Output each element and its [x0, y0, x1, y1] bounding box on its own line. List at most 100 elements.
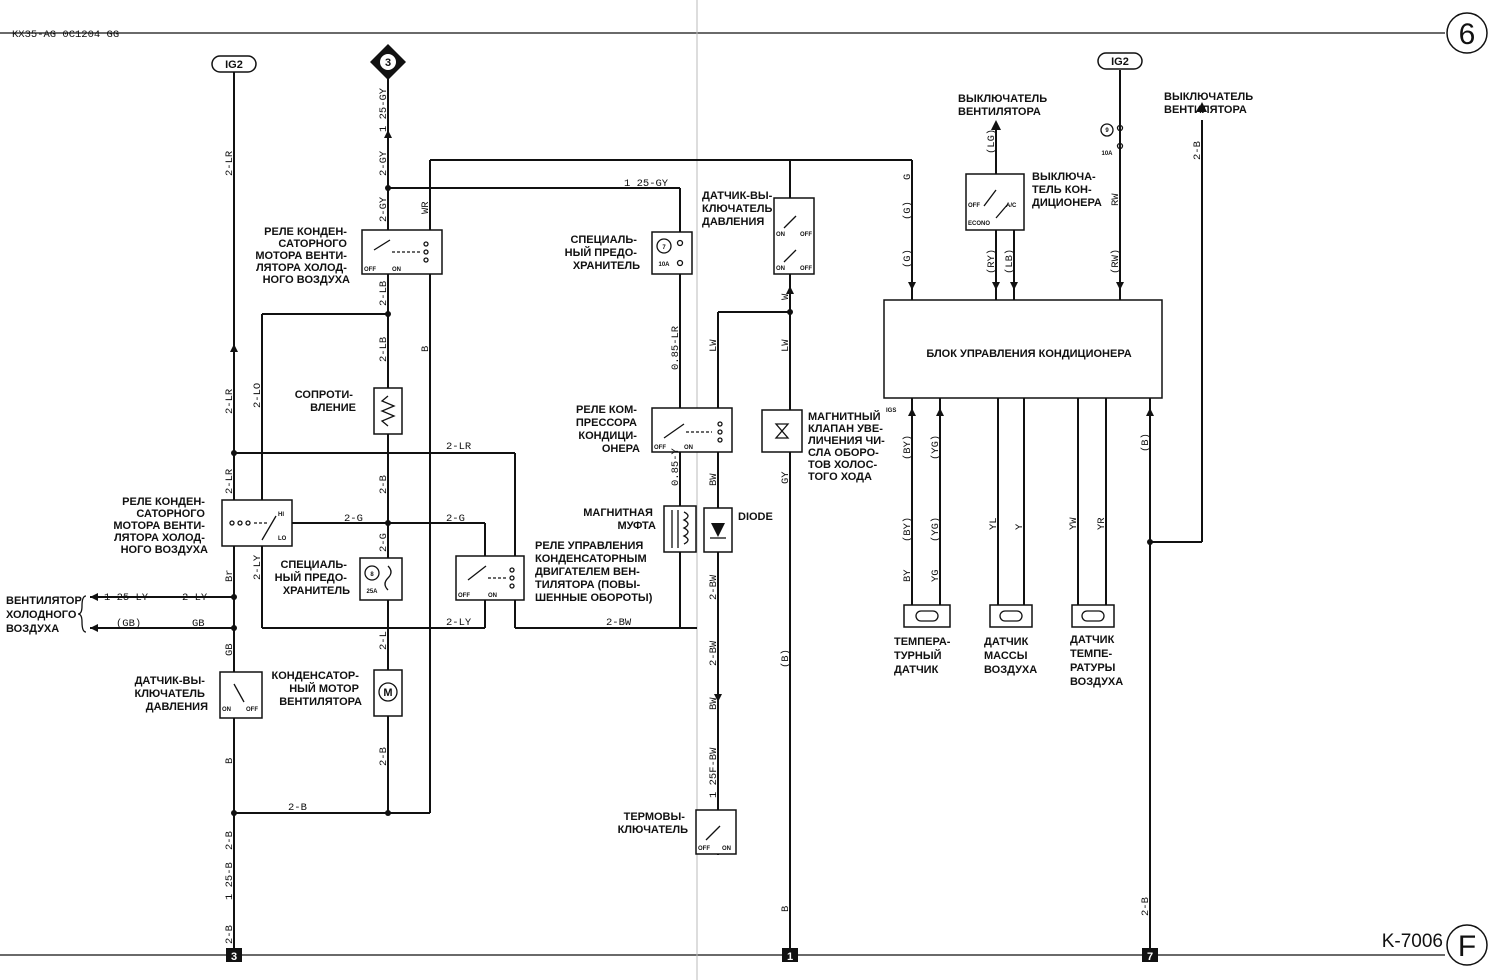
- svg-text:OFF: OFF: [968, 203, 980, 209]
- svg-text:OFF: OFF: [698, 846, 710, 852]
- air-temperature-sensor: [1071, 604, 1115, 628]
- svg-text:0.85-Y: 0.85-Y: [670, 447, 682, 486]
- svg-text:ECONO: ECONO: [968, 221, 990, 227]
- svg-text:ON: ON: [222, 707, 231, 713]
- svg-text:2-G: 2-G: [446, 513, 465, 525]
- svg-text:BW: BW: [708, 697, 720, 710]
- compressor-relay-label: РЕЛЕ КОМ- ПРЕССОРА КОНДИЦИ- ОНЕРА: [576, 404, 640, 455]
- condenser-fan-relay-top: OFF ON: [361, 229, 443, 275]
- ac-switch: OFF A/C ECONO: [965, 173, 1025, 231]
- svg-text:IG2: IG2: [225, 59, 243, 71]
- svg-text:ON: ON: [776, 266, 785, 272]
- condenser-fan-relay-top-label: РЕЛЕ КОНДЕН- САТОРНОГО МОТОРА ВЕНТИ- ЛЯТ…: [255, 226, 350, 286]
- svg-text:(G): (G): [902, 249, 914, 268]
- fuse-10a-right: 9 10A: [1100, 123, 1124, 157]
- svg-text:7: 7: [662, 245, 666, 251]
- svg-text:YL: YL: [988, 517, 1000, 530]
- svg-text:2-LO: 2-LO: [252, 383, 264, 408]
- svg-text:2-BW: 2-BW: [606, 617, 632, 629]
- page-circle-top: [1446, 12, 1488, 54]
- sheet-id: K-7006: [1382, 931, 1443, 952]
- svg-text:B: B: [224, 758, 236, 764]
- svg-text:2-GY: 2-GY: [378, 150, 390, 176]
- ground-7: 7: [1142, 948, 1158, 963]
- svg-text:(BY): (BY): [902, 517, 914, 542]
- svg-text:1: 1: [787, 951, 793, 963]
- pressure-switch-left: ON OFF: [219, 671, 263, 719]
- diode: [703, 507, 733, 553]
- thermo-switch: OFF ON: [695, 809, 737, 855]
- svg-text:OFF: OFF: [364, 267, 376, 273]
- condenser-fan-motor: M: [373, 669, 403, 717]
- svg-text:0.85-LR: 0.85-LR: [670, 325, 682, 370]
- resistor-label: СОПРОТИ- ВЛЕНИЕ: [295, 389, 356, 414]
- svg-text:1 25F-BW: 1 25F-BW: [708, 747, 720, 798]
- special-fuse-25a-label: СПЕЦИАЛЬ- НЫЙ ПРЕДО- ХРАНИТЕЛЬ: [275, 559, 350, 597]
- svg-text:GB: GB: [192, 618, 205, 630]
- svg-text:2-BW: 2-BW: [708, 574, 720, 600]
- svg-text:10A: 10A: [658, 262, 670, 268]
- svg-text:(BY): (BY): [902, 435, 914, 460]
- svg-text:2-GY: 2-GY: [378, 196, 390, 222]
- compressor-relay: OFF ON: [651, 407, 733, 453]
- svg-text:2-B: 2-B: [378, 475, 390, 494]
- svg-text:2-G: 2-G: [378, 533, 390, 552]
- svg-text:BY: BY: [902, 569, 914, 582]
- svg-text:1 25-B: 1 25-B: [224, 862, 236, 900]
- ig2-right-badge: IG2: [1097, 52, 1143, 70]
- pressure-switch-left-label: ДАТЧИК-ВЫ- КЛЮЧАТЕЛЬ ДАВЛЕНИЯ: [135, 675, 209, 713]
- svg-text:2-LR: 2-LR: [446, 441, 472, 453]
- svg-text:B: B: [780, 906, 792, 912]
- magnetic-clutch-label: МАГНИТНАЯ МУФТА: [583, 507, 656, 532]
- svg-text:2-LR: 2-LR: [224, 150, 236, 176]
- mass-air-flow-sensor-label: ДАТЧИК МАССЫ ВОЗДУХА: [984, 636, 1037, 676]
- ac-control-unit: БЛОК УПРАВЛЕНИЯ КОНДИЦИОНЕРА: [883, 299, 1163, 399]
- svg-text:БЛОК УПРАВЛЕНИЯ КОНДИЦИОНЕРА: БЛОК УПРАВЛЕНИЯ КОНДИЦИОНЕРА: [926, 348, 1131, 360]
- fan-switch-1-label: ВЫКЛЮЧАТЕЛЬ ВЕНТИЛЯТОРА: [958, 93, 1050, 118]
- svg-text:IG2: IG2: [1111, 56, 1129, 68]
- svg-text:LW: LW: [780, 339, 792, 352]
- ground-1: 1: [782, 948, 798, 963]
- wire-labels-horizontal: 2-LR 2-G 2-G 2-LY 1 25-LY 2-LY (GB) GB 2…: [104, 178, 669, 814]
- fan-brace: [77, 595, 87, 633]
- svg-text:2-B: 2-B: [288, 802, 307, 814]
- fan-speed-relay-label: РЕЛЕ УПРАВЛЕНИЯ КОНДЕНСАТОРНЫМ ДВИГАТЕЛЕ…: [535, 540, 653, 604]
- svg-text:YG: YG: [930, 569, 942, 582]
- condenser-fan-motor-label: КОНДЕНСАТОР- НЫЙ МОТОР ВЕНТИЛЯТОРА: [272, 670, 363, 708]
- svg-text:A/C: A/C: [1006, 203, 1017, 209]
- special-fuse-10a: 7 10A: [651, 231, 693, 275]
- svg-text:LW: LW: [708, 339, 720, 352]
- ground-3: 3: [226, 948, 242, 963]
- svg-text:(G): (G): [902, 201, 914, 220]
- svg-text:BW: BW: [708, 473, 720, 486]
- svg-text:(LB): (LB): [1004, 249, 1016, 274]
- wire-arrows: [90, 102, 1207, 702]
- svg-text:2-L: 2-L: [378, 631, 390, 650]
- svg-text:2-B: 2-B: [1192, 141, 1204, 160]
- mass-air-flow-sensor: [989, 604, 1033, 628]
- svg-text:2-LB: 2-LB: [378, 337, 390, 362]
- svg-text:ON: ON: [392, 267, 401, 273]
- svg-text:7: 7: [1147, 951, 1153, 963]
- svg-text:2-LR: 2-LR: [224, 468, 236, 494]
- svg-text:W: W: [780, 293, 792, 300]
- ac-switch-label: ВЫКЛЮЧА- ТЕЛЬ КОН- ДИЦИОНЕРА: [1032, 171, 1102, 209]
- drawing-code: KX35-AG 0C1204 GG: [12, 29, 119, 41]
- svg-text:(RY): (RY): [986, 249, 998, 274]
- air-temperature-sensor-label: ДАТЧИК ТЕМПЕ- РАТУРЫ ВОЗДУХА: [1070, 634, 1123, 688]
- svg-text:1 25-GY: 1 25-GY: [624, 178, 669, 190]
- svg-text:Br: Br: [224, 569, 236, 582]
- fan-speed-relay: OFF ON: [455, 555, 525, 601]
- svg-text:(RW): (RW): [1110, 249, 1122, 274]
- svg-text:(YG): (YG): [930, 517, 942, 542]
- special-fuse-25a: 8 25A: [359, 557, 403, 601]
- cold-air-fan-label: ВЕНТИЛЯТОР ХОЛОДНОГО ВОЗДУХА: [6, 595, 85, 635]
- svg-text:25A: 25A: [366, 589, 378, 595]
- svg-text:ON: ON: [684, 445, 693, 451]
- svg-text:GY: GY: [780, 471, 792, 484]
- svg-text:OFF: OFF: [800, 232, 812, 238]
- svg-text:YR: YR: [1096, 517, 1108, 530]
- svg-text:2-LY: 2-LY: [182, 592, 208, 604]
- page-number-top: 6: [1459, 18, 1476, 51]
